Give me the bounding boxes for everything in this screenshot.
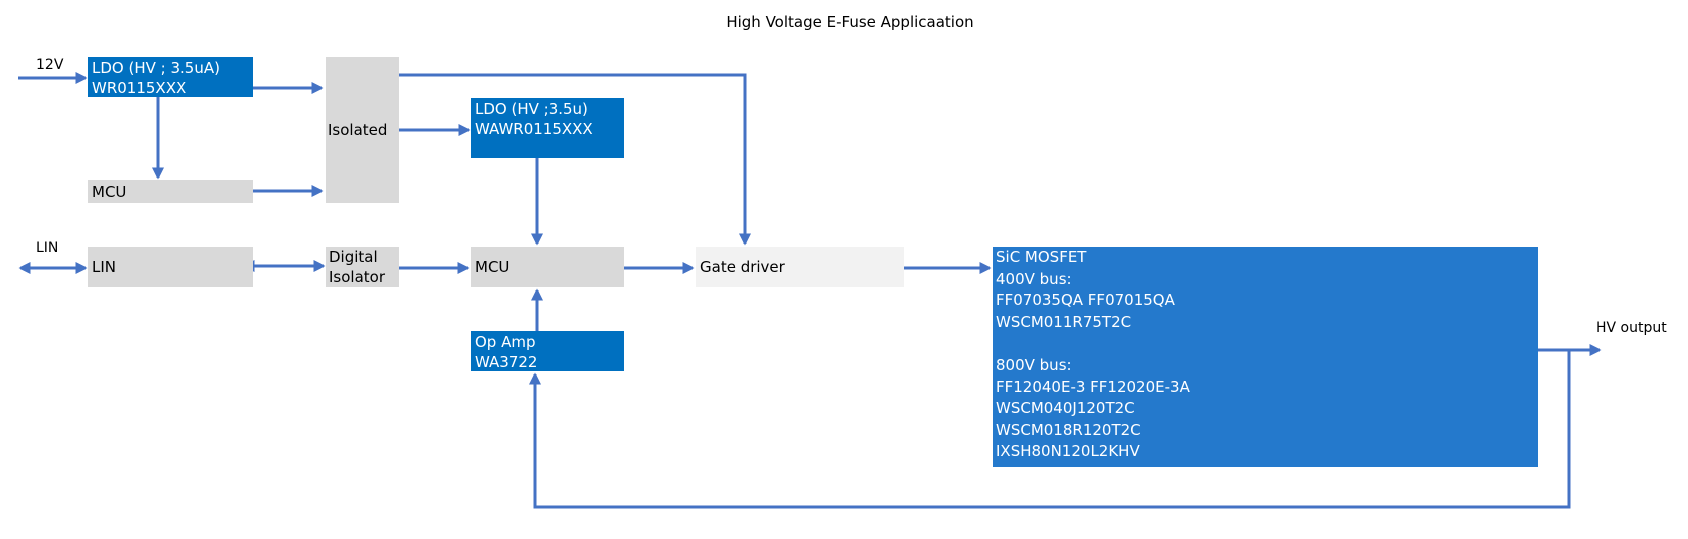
- block-label: MCU: [475, 258, 510, 276]
- label-hv-output: HV output: [1596, 320, 1667, 336]
- block-line: FF12040E-3 FF12020E-3A: [996, 377, 1190, 396]
- block-line: IXSH80N120L2KHV: [996, 442, 1140, 461]
- block-label: LIN: [92, 258, 117, 276]
- diagram-title: High Voltage E-Fuse Applicaation: [726, 13, 974, 31]
- block-line: LDO (HV ; 3.5uA): [92, 59, 220, 77]
- block-line: WA3722: [475, 353, 538, 371]
- block-line: SiC MOSFET: [996, 248, 1087, 266]
- block-line: WSCM040J120T2C: [996, 399, 1135, 418]
- op-amp-block: Op Amp WA3722: [471, 331, 624, 371]
- block-line: WSCM011R75T2C: [996, 312, 1132, 331]
- sic-mosfet-block: SiC MOSFET 400V bus: FF07035QA FF07015QA…: [993, 247, 1538, 482]
- block-line: FF07035QA FF07015QA: [996, 291, 1175, 310]
- block-line: LDO (HV ;3.5u): [475, 100, 588, 118]
- block-label: MCU: [92, 182, 127, 201]
- mcu-top-block: MCU: [88, 180, 253, 203]
- block-label: Gate driver: [700, 258, 785, 276]
- feedback-line: [529, 350, 1571, 509]
- digital-isolator-block: Digital Isolator: [326, 247, 399, 287]
- block-line: WR0115XXX: [92, 79, 187, 97]
- block-line: 400V bus:: [996, 269, 1072, 288]
- block-line: [996, 333, 1535, 355]
- block-label: Isolated: [328, 121, 388, 139]
- mcu-main-block: MCU: [471, 247, 624, 287]
- block-line: Isolator: [329, 268, 386, 286]
- block-line: WAWR0115XXX: [475, 120, 593, 138]
- block-line: IXSJ80N120R1: [996, 463, 1104, 482]
- isolated-block: Isolated: [326, 57, 399, 203]
- block-line: WSCM018R120T2C: [996, 420, 1141, 439]
- block-line: Digital: [329, 248, 378, 266]
- label-12v: 12V: [36, 57, 64, 73]
- ldo-wawr0115-block: LDO (HV ;3.5u) WAWR0115XXX: [471, 98, 624, 158]
- gate-driver-block: Gate driver: [696, 247, 904, 287]
- label-lin: LIN: [36, 240, 59, 256]
- ldo-wr0115-block: LDO (HV ; 3.5uA) WR0115XXX: [88, 57, 253, 97]
- arrow-isolated-to-gate-driver: [395, 73, 751, 246]
- block-line: 800V bus:: [996, 355, 1072, 374]
- block-line: Op Amp: [475, 333, 536, 351]
- lin-block: LIN: [88, 247, 253, 287]
